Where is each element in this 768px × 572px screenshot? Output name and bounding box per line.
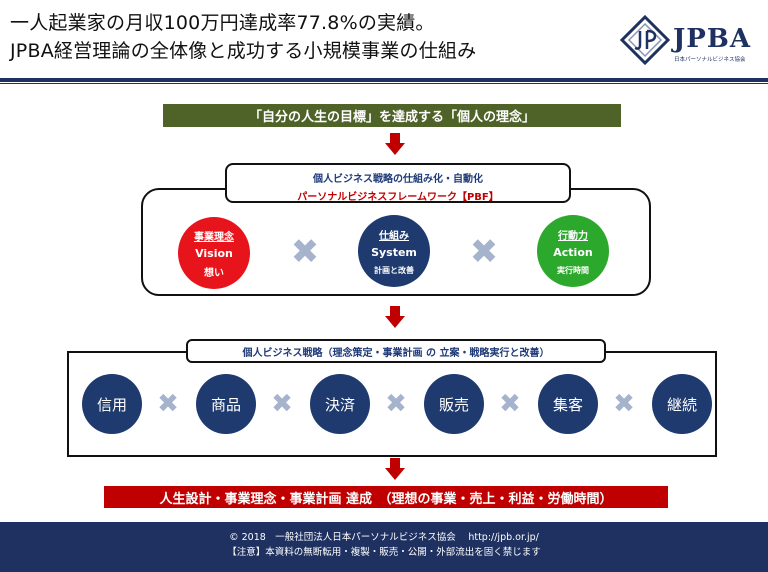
vision-circle: 事業理念 Vision 想い	[178, 217, 250, 289]
header-divider-thin	[0, 83, 768, 84]
goal-banner: 「自分の人生の目標」を達成する「個人の理念」	[163, 104, 621, 127]
action-circle: 行動力 Action 実行時間	[537, 215, 609, 287]
vision-title: 事業理念	[194, 231, 234, 243]
system-circle: 仕組み System 計画と改善	[358, 215, 430, 287]
footer-notice: 【注意】本資料の無断転用・複製・販売・公開・外部流出を固く禁じます	[227, 547, 541, 558]
multiply-icon: ✖	[469, 232, 499, 272]
strategy-item-product: 商品	[196, 374, 256, 434]
system-sub: 計画と改善	[374, 265, 414, 275]
vision-sub: 想い	[204, 267, 224, 279]
action-title: 行動力	[558, 230, 588, 242]
multiply-icon: ✖	[290, 232, 320, 272]
strategy-item-payment: 決済	[310, 374, 370, 434]
jpba-logo-mark	[619, 14, 671, 66]
down-arrow-icon	[385, 133, 405, 157]
system-english: System	[371, 245, 417, 259]
multiply-icon: ✖	[271, 389, 293, 419]
action-sub: 実行時間	[557, 265, 589, 275]
strategy-item-trust: 信用	[82, 374, 142, 434]
strategy-box	[67, 351, 717, 457]
multiply-icon: ✖	[613, 389, 635, 419]
multiply-icon: ✖	[385, 389, 407, 419]
down-arrow-icon	[385, 306, 405, 330]
header-divider	[0, 78, 768, 82]
framework-label: 個人ビジネス戦略の仕組み化・自動化 パーソナルビジネスフレームワーク【PBF】	[225, 163, 571, 203]
logo-subtitle: 日本パーソナルビジネス協会	[674, 57, 746, 63]
framework-label-line2: パーソナルビジネスフレームワーク【PBF】	[297, 192, 499, 203]
page-title-line2: JPBA経営理論の全体像と成功する小規模事業の仕組み	[10, 40, 477, 62]
footer-copyright: © 2018 一般社団法人日本パーソナルビジネス協会 http://jpb.or…	[229, 532, 539, 543]
multiply-icon: ✖	[499, 389, 521, 419]
strategy-item-sales: 販売	[424, 374, 484, 434]
vision-english: Vision	[195, 246, 233, 260]
strategy-label: 個人ビジネス戦略（理念策定・事業計画 の 立案・戦略実行と改善）	[186, 339, 606, 363]
logo-text: JPBA	[673, 24, 752, 54]
framework-label-line1: 個人ビジネス戦略の仕組み化・自動化	[313, 174, 483, 185]
page-title-line1: 一人起業家の月収100万円達成率77.8%の実績。	[10, 12, 435, 34]
system-title: 仕組み	[379, 230, 409, 242]
down-arrow-icon	[385, 458, 405, 482]
footer: © 2018 一般社団法人日本パーソナルビジネス協会 http://jpb.or…	[0, 522, 768, 572]
action-english: Action	[553, 245, 593, 259]
multiply-icon: ✖	[157, 389, 179, 419]
strategy-item-continuity: 継続	[652, 374, 712, 434]
strategy-item-attraction: 集客	[538, 374, 598, 434]
result-banner: 人生設計・事業理念・事業計画 達成 （理想の事業・売上・利益・労働時間）	[104, 486, 668, 508]
